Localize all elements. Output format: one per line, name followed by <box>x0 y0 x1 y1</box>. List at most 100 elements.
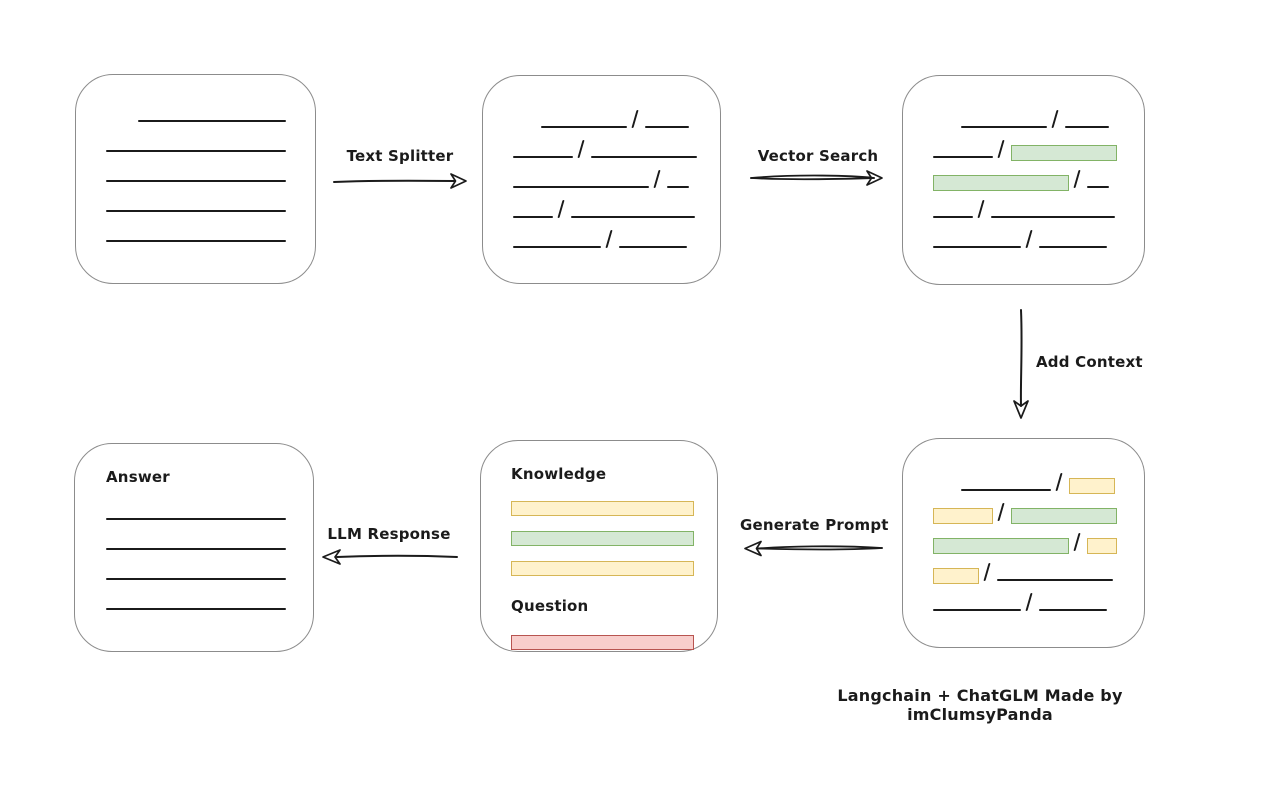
indent-gap <box>106 121 138 122</box>
slash-separator <box>557 200 565 218</box>
split-text-lines <box>483 76 720 248</box>
segment-row <box>106 182 315 212</box>
segment-row <box>933 218 1144 248</box>
add-context-arrow-icon <box>1008 306 1034 422</box>
text-line <box>541 126 627 128</box>
slash-separator <box>631 110 639 128</box>
segment-row <box>511 553 717 583</box>
text-line <box>933 609 1021 611</box>
segment-row <box>513 158 720 188</box>
vector-search-arrow-icon <box>748 166 888 192</box>
text-line <box>1039 246 1108 248</box>
text-line <box>933 246 1021 248</box>
indent-gap <box>513 127 541 128</box>
segment-row <box>106 490 313 520</box>
llm-response-label: LLM Response <box>327 525 451 543</box>
prompt-node: Knowledge Question <box>480 440 718 652</box>
segment-row <box>513 218 720 248</box>
text-line <box>513 246 601 248</box>
segment-row <box>106 212 315 242</box>
vector-search-label: Vector Search <box>757 147 879 165</box>
segment-row <box>511 493 717 523</box>
segment-row <box>106 520 313 550</box>
slash-separator <box>577 140 585 158</box>
add-context-label: Add Context <box>1036 353 1143 371</box>
text-line <box>933 216 973 218</box>
text-line <box>571 216 696 218</box>
text-line <box>619 246 688 248</box>
text-line <box>961 489 1051 491</box>
question-bar <box>481 627 717 657</box>
segment-row <box>933 128 1144 161</box>
segment-row <box>933 581 1144 611</box>
green-highlight-bar <box>511 530 694 546</box>
answer-label: Answer <box>106 468 170 486</box>
segment-row <box>511 523 717 553</box>
text-line <box>997 579 1114 581</box>
vector-matched-lines <box>903 76 1144 248</box>
segment-row <box>513 128 720 158</box>
slash-separator <box>997 503 1005 521</box>
split-text-node <box>482 75 721 284</box>
segment-row <box>106 92 315 122</box>
text-line <box>106 210 286 212</box>
red-highlight-bar <box>511 634 694 650</box>
slash-separator <box>1073 533 1081 551</box>
text-splitter-arrow-icon <box>330 168 470 194</box>
text-line <box>138 120 286 122</box>
slash-separator <box>653 170 661 188</box>
indent-gap <box>933 127 961 128</box>
segment-row <box>106 122 315 152</box>
context-node <box>902 438 1145 648</box>
green-highlight-bar <box>1011 145 1118 161</box>
document-node <box>75 74 316 284</box>
text-splitter-label: Text Splitter <box>346 147 454 165</box>
yellow-highlight-bar <box>511 500 694 516</box>
segment-row <box>106 580 313 610</box>
generate-prompt-label: Generate Prompt <box>740 516 889 534</box>
segment-row <box>933 551 1144 584</box>
knowledge-label: Knowledge <box>511 465 607 483</box>
yellow-highlight-bar <box>933 568 979 584</box>
text-line <box>645 126 690 128</box>
slash-separator <box>1025 593 1033 611</box>
text-line <box>591 156 698 158</box>
green-highlight-bar <box>933 538 1069 554</box>
answer-node: Answer <box>74 443 314 652</box>
slash-separator <box>977 200 985 218</box>
segment-row <box>106 152 315 182</box>
slash-separator <box>997 140 1005 158</box>
text-line <box>106 180 286 182</box>
segment-row <box>933 491 1144 524</box>
text-line <box>513 186 649 188</box>
yellow-highlight-bar <box>1069 478 1116 494</box>
text-line <box>933 156 993 158</box>
slash-separator <box>1051 110 1059 128</box>
text-line <box>667 186 690 188</box>
segment-row <box>933 188 1144 218</box>
slash-separator <box>605 230 613 248</box>
yellow-highlight-bar <box>511 560 694 576</box>
slash-separator <box>1025 230 1033 248</box>
indent-gap <box>933 490 961 491</box>
text-line <box>106 578 286 580</box>
document-lines <box>76 75 315 242</box>
text-line <box>991 216 1116 218</box>
slash-separator <box>1055 473 1063 491</box>
text-line <box>106 240 286 242</box>
segment-row <box>933 521 1144 554</box>
text-line <box>961 126 1047 128</box>
segment-row <box>511 627 717 657</box>
knowledge-bars <box>481 493 717 583</box>
segment-row <box>106 550 313 580</box>
credit-caption: Langchain + ChatGLM Made by imClumsyPand… <box>837 686 1123 724</box>
text-line <box>1087 186 1110 188</box>
text-line <box>1065 126 1110 128</box>
question-label: Question <box>511 597 589 615</box>
slash-separator <box>1073 170 1081 188</box>
segment-row <box>933 158 1144 191</box>
text-line <box>513 156 573 158</box>
text-line <box>1039 609 1108 611</box>
slash-separator <box>983 563 991 581</box>
